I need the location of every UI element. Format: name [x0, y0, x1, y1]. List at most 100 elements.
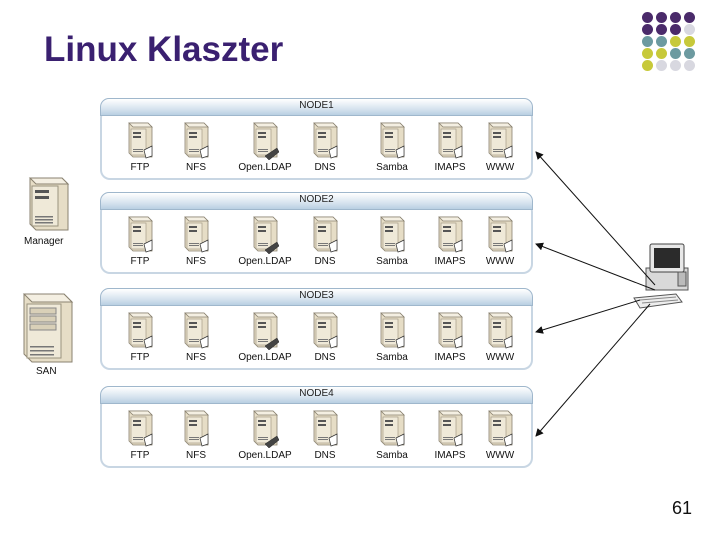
service-label: IMAPS	[434, 162, 466, 173]
node-title: NODE4	[299, 388, 334, 399]
server-tower-icon	[486, 214, 514, 254]
server-tower-icon	[126, 408, 154, 448]
service-label: IMAPS	[434, 256, 466, 267]
service-label: FTP	[130, 256, 150, 267]
server-tower-icon	[311, 310, 339, 350]
decorative-dot	[670, 12, 681, 23]
decorative-dot-grid	[640, 10, 720, 80]
service-label: NFS	[186, 450, 206, 461]
node-border	[100, 202, 533, 274]
server-tower-icon	[436, 214, 464, 254]
decorative-dot	[642, 12, 653, 23]
decorative-dot	[656, 12, 667, 23]
decorative-dot	[642, 36, 653, 47]
service-label: DNS	[314, 256, 336, 267]
server-tower-icon	[251, 310, 279, 350]
decorative-dot	[656, 36, 667, 47]
decorative-dot	[656, 60, 667, 71]
service-label: Open.LDAP	[238, 450, 292, 461]
server-tower-icon	[251, 214, 279, 254]
decorative-dot	[684, 60, 695, 71]
server-tower-icon	[251, 408, 279, 448]
san-storage-icon	[18, 286, 76, 371]
service-label: Samba	[376, 162, 408, 173]
service-label: Open.LDAP	[238, 162, 292, 173]
service-label: WWW	[485, 256, 515, 267]
server-tower-icon	[436, 408, 464, 448]
server-tower-icon	[378, 408, 406, 448]
server-tower-icon	[182, 120, 210, 160]
service-label: DNS	[314, 162, 336, 173]
server-tower-icon	[486, 310, 514, 350]
arrow-to-node4	[535, 303, 651, 437]
decorative-dot	[670, 60, 681, 71]
service-label: NFS	[186, 352, 206, 363]
service-label: Samba	[376, 450, 408, 461]
service-label: Open.LDAP	[238, 256, 292, 267]
server-tower-icon	[486, 120, 514, 160]
decorative-dot	[656, 24, 667, 35]
service-label: NFS	[186, 162, 206, 173]
decorative-dot	[670, 24, 681, 35]
decorative-dot	[684, 36, 695, 47]
service-label: Samba	[376, 256, 408, 267]
server-tower-icon	[182, 408, 210, 448]
server-tower-icon	[378, 310, 406, 350]
page-number: 61	[672, 498, 693, 518]
san-label: SAN	[36, 366, 57, 377]
server-tower-icon	[126, 310, 154, 350]
decorative-dot	[670, 48, 681, 59]
slide-title: Linux Klaszter	[44, 30, 284, 69]
service-label: FTP	[130, 162, 150, 173]
server-tower-icon	[311, 408, 339, 448]
node-panel: NODE3 FTP NFS	[100, 288, 533, 370]
decorative-dot	[656, 48, 667, 59]
service-label: DNS	[314, 450, 336, 461]
server-tower-icon	[436, 120, 464, 160]
service-label: FTP	[130, 352, 150, 363]
node-title: NODE1	[299, 100, 334, 111]
service-label: FTP	[130, 450, 150, 461]
decorative-dot	[684, 24, 695, 35]
service-label: Samba	[376, 352, 408, 363]
node-header-band	[100, 288, 533, 306]
node-border	[100, 298, 533, 370]
server-tower-icon	[311, 120, 339, 160]
service-label: IMAPS	[434, 450, 466, 461]
node-panel: NODE1 FTP NFS	[100, 98, 533, 180]
decorative-dot	[670, 36, 681, 47]
manager-label: Manager	[24, 236, 64, 247]
service-label: IMAPS	[434, 352, 466, 363]
server-tower-icon	[311, 214, 339, 254]
node-header-band	[100, 192, 533, 210]
server-tower-icon	[126, 120, 154, 160]
server-tower-icon	[182, 214, 210, 254]
decorative-dot	[642, 60, 653, 71]
node-border	[100, 108, 533, 180]
service-label: DNS	[314, 352, 336, 363]
node-title: NODE3	[299, 290, 334, 301]
service-label: WWW	[485, 162, 515, 173]
workstation-icon	[632, 242, 698, 319]
server-tower-icon	[436, 310, 464, 350]
decorative-dot	[642, 24, 653, 35]
decorative-dot	[642, 48, 653, 59]
node-header-band	[100, 98, 533, 116]
service-label: Open.LDAP	[238, 352, 292, 363]
manager-server-icon	[22, 172, 70, 239]
node-header-band	[100, 386, 533, 404]
arrow-to-node3	[535, 299, 641, 334]
decorative-dot	[684, 48, 695, 59]
service-label: WWW	[485, 450, 515, 461]
service-label: WWW	[485, 352, 515, 363]
service-label: NFS	[186, 256, 206, 267]
node-title: NODE2	[299, 194, 334, 205]
arrow-to-node2	[535, 242, 656, 291]
server-tower-icon	[182, 310, 210, 350]
server-tower-icon	[251, 120, 279, 160]
node-panel: NODE2 FTP NFS	[100, 192, 533, 274]
decorative-dot	[684, 12, 695, 23]
arrow-to-node1	[535, 151, 656, 286]
server-tower-icon	[126, 214, 154, 254]
